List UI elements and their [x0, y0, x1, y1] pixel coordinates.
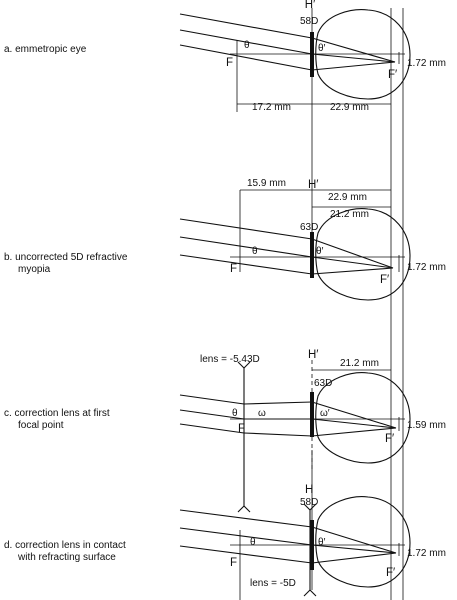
- retinal-size-label: 1.72 mm: [407, 262, 446, 273]
- retinal-size-label: 1.59 mm: [407, 420, 446, 431]
- ray: [179, 236, 313, 258]
- ray: [311, 552, 397, 564]
- ray: [243, 432, 313, 437]
- ray: [311, 53, 396, 63]
- power-label: 58D: [300, 497, 318, 508]
- theta-label: θ: [244, 40, 250, 51]
- back-focal-distance-label: 21.2 mm: [330, 209, 369, 220]
- panel-b-title-line2: myopia: [18, 264, 51, 275]
- ray: [311, 401, 397, 429]
- ray: [179, 44, 313, 71]
- panel-d-title-line2: with refracting surface: [17, 552, 116, 563]
- theta-prime-label: θ′: [316, 246, 324, 257]
- panel-c-title-line1: c. correction lens at first: [4, 408, 110, 419]
- eye-outline: [315, 496, 411, 588]
- panel-b-title-line1: b. uncorrected 5D refractive: [4, 252, 128, 263]
- back-distance-label: 22.9 mm: [330, 102, 369, 113]
- lens-end-bottom: [237, 505, 251, 513]
- ray: [179, 394, 245, 405]
- eye-outline: [315, 208, 411, 301]
- ray: [311, 427, 397, 437]
- theta-label: θ: [250, 537, 256, 548]
- focal-back-label: F′: [380, 274, 389, 286]
- theta-prime-label: θ′: [318, 43, 326, 54]
- lens-end-top: [237, 361, 251, 369]
- refracting-surface: [310, 392, 314, 437]
- panel-a: H′ 58D θ θ′ F F′ 1.72 mm 17.2 mm 22.9 mm…: [4, 0, 446, 113]
- ray: [179, 218, 313, 240]
- eye-outline: [315, 9, 411, 100]
- panel-c: lens = -5.43D H′ 63D 21.2 mm θ ω ω′ F F′…: [4, 349, 446, 513]
- ray: [311, 238, 394, 269]
- focal-front-label: F: [230, 263, 237, 275]
- focal-back-label: F′: [385, 433, 394, 445]
- ray: [179, 545, 313, 564]
- power-label: 63D: [300, 222, 318, 233]
- retinal-size-label: 1.72 mm: [407, 548, 446, 559]
- ray: [311, 418, 397, 429]
- ray: [311, 526, 397, 554]
- ray: [311, 37, 396, 63]
- ray: [179, 409, 245, 420]
- focal-front-label: F: [226, 57, 233, 69]
- back-distance-label: 21.2 mm: [340, 358, 379, 369]
- theta-label: θ: [232, 408, 238, 419]
- ray: [243, 401, 313, 405]
- focal-back-label: F′: [388, 69, 397, 81]
- power-label: 58D: [300, 16, 318, 27]
- ray: [179, 254, 313, 275]
- theta-label: θ: [252, 246, 258, 257]
- front-distance-label: 15.9 mm: [247, 178, 286, 189]
- refracting-surface: [310, 232, 314, 278]
- panel-a-title: a. emmetropic eye: [4, 44, 87, 55]
- focal-front-label: F: [230, 557, 237, 569]
- principal-plane-label: H′: [308, 349, 318, 361]
- ray: [311, 267, 394, 275]
- principal-plane-label: H′: [305, 0, 315, 11]
- ray: [311, 61, 396, 71]
- ray: [179, 13, 313, 39]
- principal-plane-label: H′: [308, 179, 318, 191]
- lens-power-label: lens = -5D: [250, 578, 296, 589]
- back-total-distance-label: 22.9 mm: [328, 192, 367, 203]
- focal-front-label: F: [238, 423, 245, 435]
- ray: [311, 256, 394, 269]
- ray: [179, 29, 313, 55]
- retinal-size-label: 1.72 mm: [407, 58, 446, 69]
- omega-label: ω: [258, 408, 266, 419]
- omega-prime-label: ω′: [320, 408, 330, 419]
- focal-back-label: F′: [386, 567, 395, 579]
- principal-plane-label: H: [305, 484, 313, 496]
- lens-end-bottom: [303, 589, 317, 597]
- ray: [311, 544, 397, 554]
- lens-power-label: lens = -5.43D: [200, 354, 260, 365]
- power-label: 63D: [314, 378, 332, 389]
- ray: [179, 527, 313, 546]
- panel-d: H 58D θ θ′ F F′ 1.72 mm lens = -5D d. co…: [4, 484, 446, 600]
- ray: [179, 423, 245, 434]
- panel-c-title-line2: focal point: [18, 420, 64, 431]
- ray: [179, 509, 313, 528]
- panel-d-title-line1: d. correction lens in contact: [4, 540, 126, 551]
- panel-b: H′ 63D 15.9 mm 22.9 mm 21.2 mm θ θ′ F F′…: [4, 178, 446, 301]
- theta-prime-label: θ′: [318, 537, 326, 548]
- front-distance-label: 17.2 mm: [252, 102, 291, 113]
